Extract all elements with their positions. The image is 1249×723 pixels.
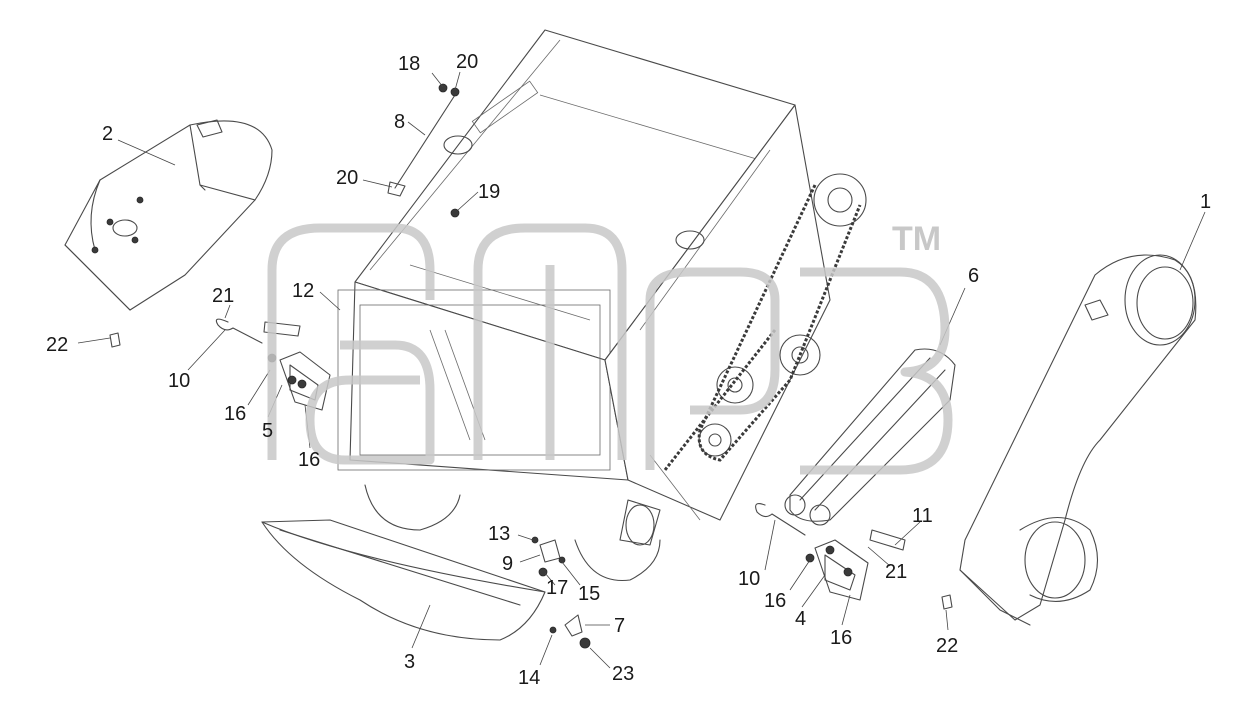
callout-6: 6 [968,265,979,287]
small-hardware [109,332,953,649]
callout-20-a: 20 [456,51,478,73]
callout-17: 17 [546,577,568,599]
callout-1: 1 [1200,191,1211,213]
callout-8: 8 [394,111,405,133]
leader-lines [77,71,1206,669]
callout-20-b: 20 [336,167,358,189]
callout-10-right: 10 [738,568,760,590]
callout-9: 9 [502,553,513,575]
watermark-tm-mark: TM [892,220,941,258]
part-8-rod [387,83,460,218]
part-5-left-bracket [267,351,331,411]
callout-12: 12 [292,280,314,302]
callout-4: 4 [795,608,806,630]
callout-18: 18 [398,53,420,75]
callout-11: 11 [912,505,933,527]
callout-16-a: 16 [224,403,246,425]
part-11-pin-right [869,529,906,551]
callout-16-b: 16 [298,449,320,471]
part-2-left-cover [64,119,273,311]
callout-13: 13 [488,523,510,545]
callout-3: 3 [404,651,415,673]
callout-16-c: 16 [764,590,786,612]
callout-5: 5 [262,420,273,442]
callout-21-a: 21 [212,285,234,307]
callout-14: 14 [518,667,540,689]
part-4-right-bracket [805,539,869,601]
callout-19: 19 [478,181,500,203]
part-10-hook-bolt-left [215,318,263,344]
callout-15: 15 [578,583,600,605]
callout-22-a: 22 [46,334,68,356]
part-3-bottom-trough [261,519,546,641]
callout-7: 7 [614,615,625,637]
callout-2: 2 [102,123,113,145]
callout-21-b: 21 [885,561,907,583]
part-1-right-cover [959,254,1197,626]
callout-labels: 1 2 3 4 5 6 7 8 9 10 10 11 12 13 14 15 1… [46,51,1211,689]
callout-23: 23 [612,663,634,685]
part-10-hook-bolt-right [755,503,806,536]
callout-16-d: 16 [830,627,852,649]
main-frame-housing [337,29,867,582]
callout-22-b: 22 [936,635,958,657]
watermark-logo: TM [267,220,953,475]
callout-10-left: 10 [168,370,190,392]
